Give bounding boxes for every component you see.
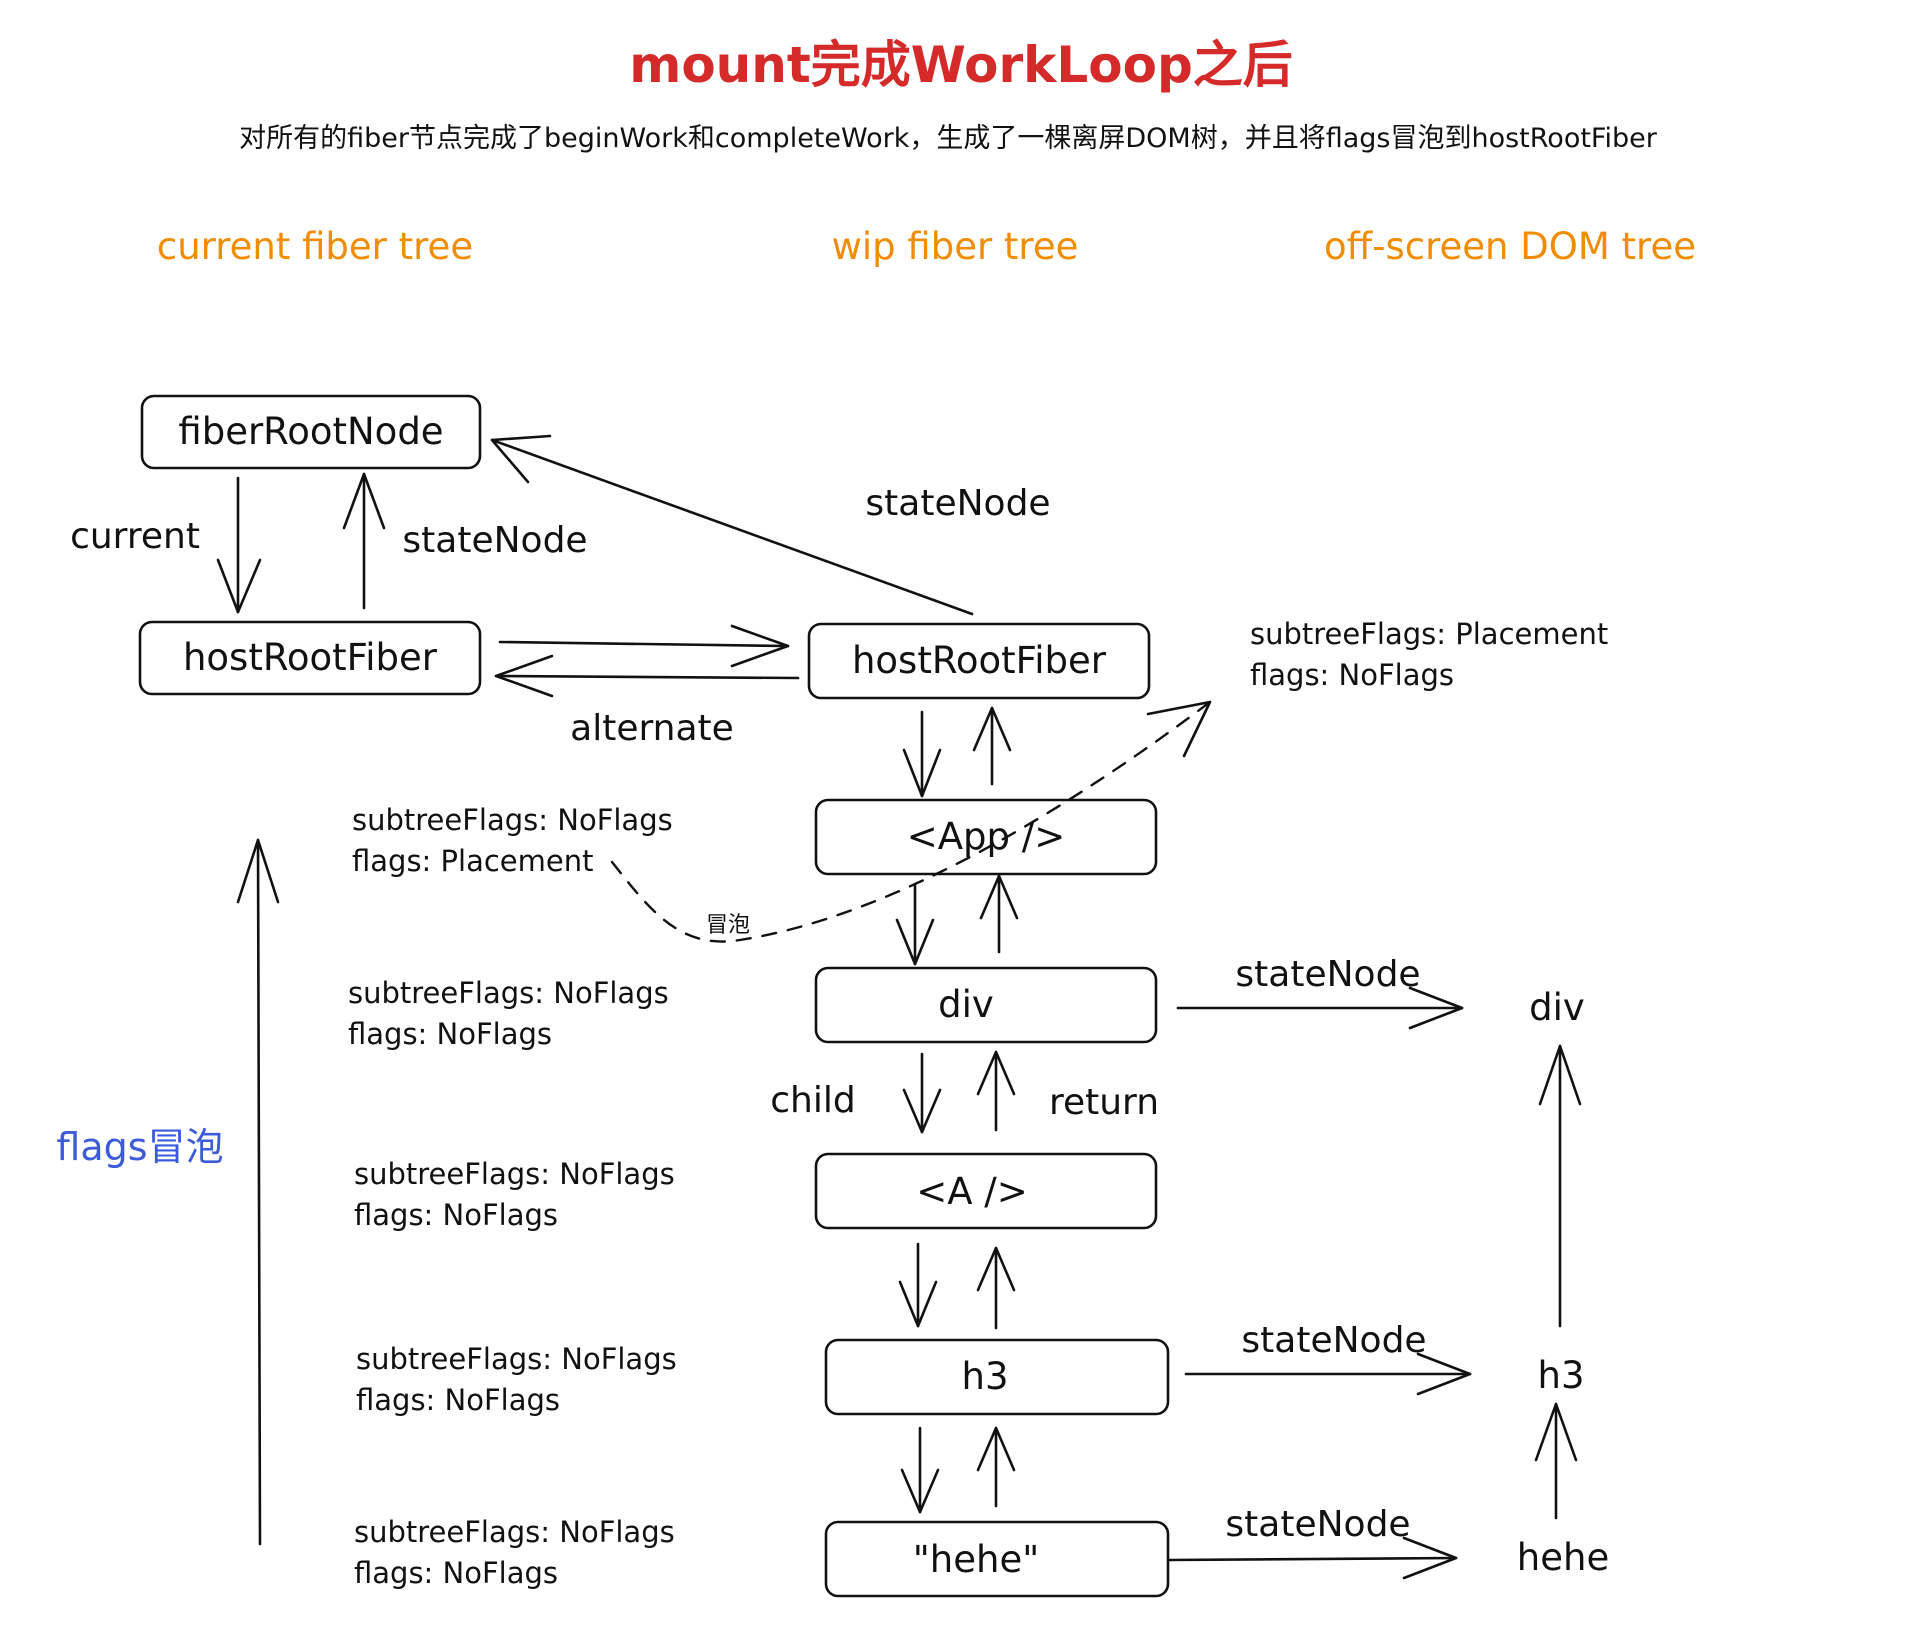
return-arrow-a-div: [976, 1050, 1016, 1132]
child-arrow-div-a: [902, 1052, 942, 1134]
diagram-title: mount完成WorkLoop之后: [629, 36, 1293, 94]
bubble-label: 冒泡: [706, 913, 750, 938]
svg-text:"hehe": "hehe": [913, 1538, 1039, 1581]
svg-text:hostRootFiber: hostRootFiber: [852, 639, 1107, 682]
current-label: current: [70, 516, 200, 557]
state-node-arrow-hehe: [1168, 1536, 1458, 1580]
dom-node-div: div: [1529, 986, 1585, 1029]
svg-text:subtreeFlags: NoFlags: subtreeFlags: NoFlags: [352, 803, 673, 837]
state-node-arrow-div: [1176, 986, 1464, 1030]
a-flags: subtreeFlags: NoFlags flags: NoFlags: [354, 1157, 675, 1232]
current-host-root-fiber: hostRootFiber: [138, 620, 482, 696]
bubble-dashed-arrow: [610, 700, 1212, 943]
dom-arrow-h3-div: [1538, 1044, 1582, 1328]
child-arrow-h3-hehe: [900, 1426, 940, 1514]
app-flags: subtreeFlags: NoFlags flags: Placement: [352, 803, 673, 878]
state-node-label-left: stateNode: [402, 520, 587, 561]
svg-text:flags: NoFlags: flags: NoFlags: [348, 1017, 552, 1051]
child-arrow-host-app: [902, 710, 942, 798]
flags-bubble-arrow: [236, 838, 280, 1546]
svg-text:subtreeFlags: NoFlags: subtreeFlags: NoFlags: [356, 1342, 677, 1376]
state-node-label-div: stateNode: [1235, 954, 1420, 995]
return-label: return: [1049, 1082, 1159, 1123]
state-node-arrow-left: [342, 472, 386, 610]
app-node: <App />: [814, 798, 1158, 876]
child-arrow-app-div: [895, 882, 935, 966]
alternate-label: alternate: [570, 708, 734, 749]
child-arrow-a-h3: [898, 1242, 938, 1328]
dom-node-h3: h3: [1538, 1354, 1585, 1397]
return-arrow-app-host: [972, 706, 1012, 786]
diagram-subtitle: 对所有的fiber节点完成了beginWork和completeWork，生成了…: [239, 123, 1658, 154]
svg-text:h3: h3: [962, 1355, 1009, 1398]
dom-arrow-hehe-h3: [1534, 1402, 1578, 1520]
return-arrow-h3-a: [976, 1246, 1016, 1330]
state-node-label-h3: stateNode: [1241, 1320, 1426, 1361]
h3-node: h3: [824, 1338, 1170, 1416]
alternate-arrow-right: [498, 624, 790, 668]
h3-flags: subtreeFlags: NoFlags flags: NoFlags: [356, 1342, 677, 1417]
svg-text:div: div: [938, 983, 994, 1026]
child-label: child: [770, 1080, 855, 1121]
host-root-flags: subtreeFlags: Placement flags: NoFlags: [1250, 617, 1608, 692]
svg-text:flags: NoFlags: flags: NoFlags: [356, 1383, 560, 1417]
return-arrow-hehe-h3: [976, 1426, 1016, 1508]
svg-text:<App />: <App />: [907, 815, 1066, 858]
svg-text:<A />: <A />: [916, 1170, 1028, 1213]
wip-host-root-fiber: hostRootFiber: [807, 622, 1151, 700]
state-node-arrow-h3: [1184, 1352, 1472, 1396]
svg-text:flags: NoFlags: flags: NoFlags: [354, 1198, 558, 1232]
state-node-label-top: stateNode: [865, 483, 1050, 524]
state-node-arrow-top: [490, 434, 974, 616]
svg-text:subtreeFlags: Placement: subtreeFlags: Placement: [1250, 617, 1608, 651]
return-arrow-div-app: [979, 874, 1019, 954]
hehe-node: "hehe": [824, 1520, 1170, 1598]
alternate-arrow-left: [494, 654, 800, 698]
current-arrow: [216, 476, 262, 614]
svg-text:subtreeFlags: NoFlags: subtreeFlags: NoFlags: [348, 976, 669, 1010]
svg-text:flags: NoFlags: flags: NoFlags: [1250, 658, 1454, 692]
column-heading-current: current fiber tree: [157, 225, 473, 268]
column-heading-wip: wip fiber tree: [832, 225, 1079, 268]
fiber-root-node: fiberRootNode: [140, 394, 482, 470]
state-node-label-hehe: stateNode: [1225, 1504, 1410, 1545]
svg-text:subtreeFlags: NoFlags: subtreeFlags: NoFlags: [354, 1515, 675, 1549]
div-flags: subtreeFlags: NoFlags flags: NoFlags: [348, 976, 669, 1051]
svg-text:flags: NoFlags: flags: NoFlags: [354, 1556, 558, 1590]
svg-text:fiberRootNode: fiberRootNode: [178, 410, 443, 453]
flags-bubble-label: flags冒泡: [56, 1125, 223, 1169]
svg-text:subtreeFlags: NoFlags: subtreeFlags: NoFlags: [354, 1157, 675, 1191]
hehe-flags: subtreeFlags: NoFlags flags: NoFlags: [354, 1515, 675, 1590]
a-node: <A />: [814, 1152, 1158, 1230]
svg-text:flags: Placement: flags: Placement: [352, 844, 594, 878]
svg-text:hostRootFiber: hostRootFiber: [183, 636, 438, 679]
dom-node-hehe: hehe: [1517, 1536, 1609, 1579]
column-heading-dom: off-screen DOM tree: [1324, 225, 1696, 268]
div-node: div: [814, 966, 1158, 1044]
